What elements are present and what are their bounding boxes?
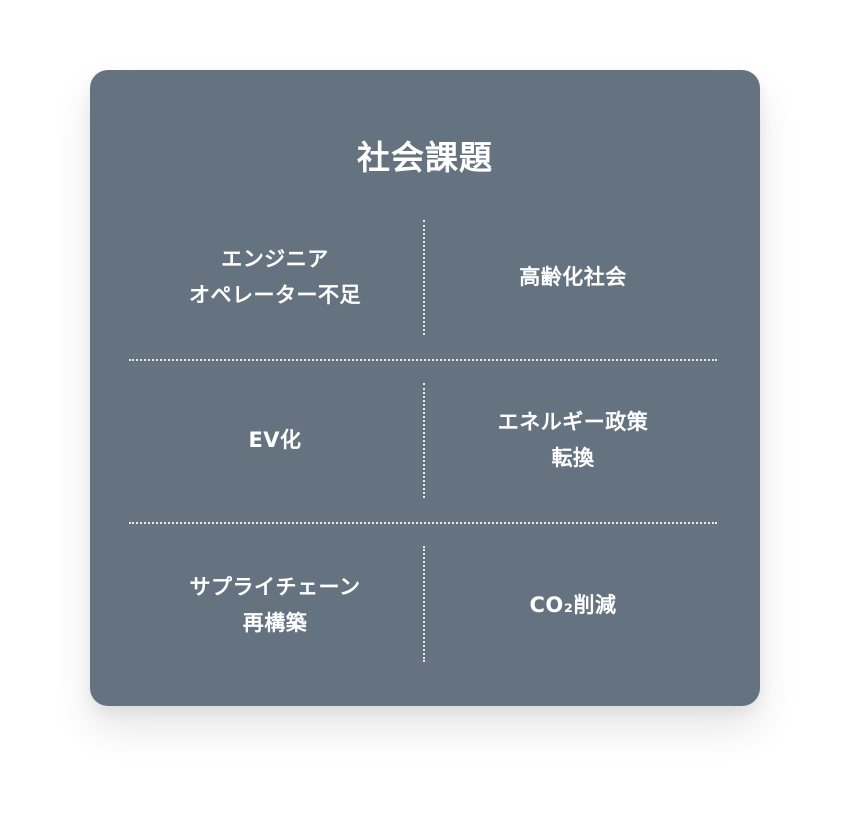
- issue-label-line: 高齢化社会: [519, 265, 627, 289]
- issue-cell-ev: EV化: [127, 377, 423, 503]
- issue-label-line: オペレーター不足: [189, 283, 361, 307]
- page-title: 社会課題: [357, 138, 493, 177]
- social-issues-card: [90, 70, 760, 706]
- divider-horizontal-1: [129, 359, 717, 361]
- issue-cell-engineer-shortage: エンジニア オペレーター不足: [127, 214, 423, 340]
- issue-label-line: 再構築: [242, 611, 308, 635]
- issue-label-line: CO₂削減: [529, 593, 617, 617]
- issue-cell-co2-reduction: CO₂削減: [425, 540, 721, 670]
- issue-cell-supply-chain: サプライチェーン 再構築: [127, 540, 423, 670]
- divider-vertical-row1: [423, 220, 425, 335]
- issue-label-line: サプライチェーン: [189, 575, 361, 599]
- issue-label-line: EV化: [248, 428, 302, 452]
- divider-horizontal-2: [129, 522, 717, 524]
- divider-vertical-row3: [423, 546, 425, 662]
- issue-cell-energy-policy: エネルギー政策 転換: [425, 377, 721, 503]
- issue-label-line: 転換: [551, 446, 595, 470]
- divider-vertical-row2: [423, 383, 425, 498]
- issue-label-line: エンジニア: [221, 247, 329, 271]
- issue-cell-aging-society: 高齢化社会: [425, 214, 721, 340]
- issue-label-line: エネルギー政策: [497, 410, 649, 434]
